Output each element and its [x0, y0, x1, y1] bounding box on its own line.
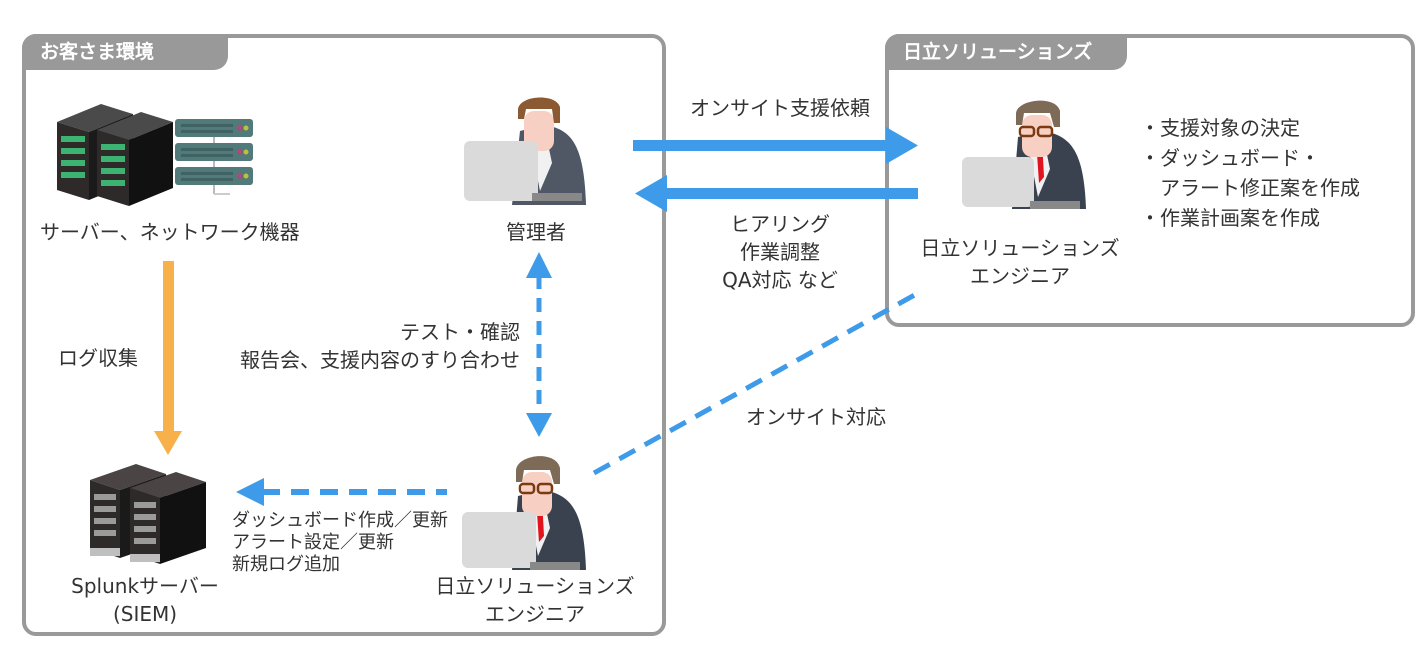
- task-item: ・作業計画案を作成: [1140, 206, 1320, 230]
- remote-engineer-label-line2: エンジニア: [970, 264, 1070, 288]
- remote-engineer-label-line1: 日立ソリューションズ: [920, 236, 1120, 260]
- engineer-laptop-icon: [960, 97, 1090, 213]
- customer-environment-title: お客さま環境: [22, 34, 228, 70]
- servers-label: サーバー、ネットワーク機器: [40, 220, 300, 244]
- response-label-line: QA対応 など: [722, 268, 838, 292]
- log-collection-arrow: [154, 261, 182, 455]
- work-label-line: アラート設定／更新: [232, 532, 394, 553]
- task-item: ・ダッシュボード・: [1140, 146, 1320, 170]
- hitachi-solutions-panel: 日立ソリューションズ: [885, 34, 1415, 327]
- work-label-line: ダッシュボード作成／更新: [232, 510, 448, 531]
- onsite-engineer-icon: [460, 452, 590, 574]
- person-laptop-icon: [462, 93, 592, 209]
- work-arrow: [236, 478, 447, 506]
- admin-label: 管理者: [506, 220, 566, 244]
- request-arrow: [633, 127, 918, 164]
- hitachi-solutions-title: 日立ソリューションズ: [885, 34, 1127, 70]
- log-collection-label: ログ収集: [58, 346, 138, 370]
- task-list: ・支援対象の決定 ・ダッシュボード・ アラート修正案を作成 ・作業計画案を作成: [1140, 113, 1360, 233]
- task-item: アラート修正案を作成: [1140, 176, 1360, 200]
- request-label: オンサイト支援依頼: [690, 96, 870, 120]
- remote-engineer-label: 日立ソリューションズ エンジニア: [905, 234, 1135, 290]
- response-label-line: 作業調整: [740, 240, 820, 264]
- work-label: ダッシュボード作成／更新 アラート設定／更新 新規ログ追加: [232, 510, 448, 576]
- splunk-server-icon: [88, 462, 213, 576]
- response-label: ヒアリング 作業調整 QA対応 など: [660, 210, 900, 294]
- server-rack-icon: [55, 102, 285, 216]
- test-confirm-label-line: テスト・確認: [400, 320, 520, 344]
- splunk-label-line1: Splunkサーバー: [71, 574, 219, 598]
- test-confirm-label-line: 報告会、支援内容のすり合わせ: [240, 348, 520, 372]
- response-label-line: ヒアリング: [730, 212, 830, 236]
- onsite-label: オンサイト対応: [746, 405, 886, 429]
- response-arrow: [635, 175, 918, 212]
- work-label-line: 新規ログ追加: [232, 554, 340, 575]
- onsite-arrow: [592, 289, 922, 476]
- onsite-engineer-label-line2: エンジニア: [485, 602, 585, 626]
- splunk-label-line2: (SIEM): [112, 602, 178, 626]
- onsite-engineer-label: 日立ソリューションズ エンジニア: [420, 572, 650, 628]
- onsite-engineer-label-line1: 日立ソリューションズ: [435, 574, 635, 598]
- test-confirm-label: テスト・確認 報告会、支援内容のすり合わせ: [170, 318, 520, 374]
- test-confirm-arrow: [526, 252, 552, 437]
- task-item: ・支援対象の決定: [1140, 116, 1300, 140]
- splunk-label: Splunkサーバー (SIEM): [40, 572, 250, 628]
